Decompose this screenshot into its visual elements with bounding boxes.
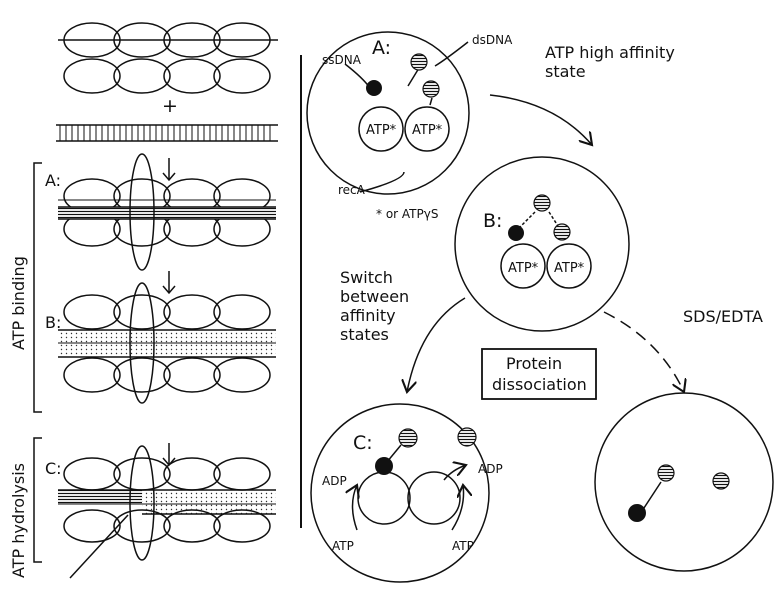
arrow-b-to-d-icon (603, 311, 684, 392)
atp-star-label: ATP* (554, 261, 585, 276)
dsdna-label: dsDNA (472, 33, 513, 47)
switch-affinity-label: states (340, 325, 389, 344)
atp-star-label: ATP* (366, 123, 397, 138)
dsdna-bead (398, 53, 730, 490)
filament-b (58, 282, 276, 404)
protein-dissociation-label: dissociation (492, 375, 587, 394)
atp-hydrolysis-bracket (33, 437, 42, 563)
high-affinity-label: ATP high affinity (545, 43, 675, 62)
ssdna-label: ssDNA (322, 53, 362, 67)
circle-a (306, 31, 470, 195)
circle-a-label: A: (372, 37, 391, 59)
reca-label: recA (338, 183, 366, 197)
section-a-label: A: (45, 171, 61, 190)
switch-affinity-label: between (340, 287, 409, 306)
filament-c (58, 445, 276, 579)
sds-edta-label: SDS/EDTA (683, 307, 763, 326)
protein-dissociation-box (481, 348, 597, 400)
down-arrow-icon (162, 158, 176, 182)
dsdna-ladder (56, 124, 278, 142)
atp-binding-bracket (33, 162, 42, 413)
arrow-a-to-b-icon (489, 94, 592, 145)
atp-star-label: ATP* (412, 123, 443, 138)
adp-label: ADP (322, 474, 347, 488)
high-affinity-label: state (545, 62, 586, 81)
circle-d (594, 392, 774, 572)
atp-star-label: ATP* (508, 261, 539, 276)
arrow-b-to-c-icon (407, 297, 466, 392)
filament-a (58, 153, 276, 271)
protein-dissociation-label: Protein (506, 354, 562, 373)
circle-c-label: C: (353, 432, 373, 454)
section-c-label: C: (45, 459, 62, 478)
ssdna-bead (366, 80, 646, 522)
switch-affinity-label: Switch (340, 268, 393, 287)
atp-binding-label: ATP binding (9, 256, 28, 350)
atp-hydrolysis-label: ATP hydrolysis (9, 463, 28, 578)
atp-label: ATP (452, 539, 474, 553)
reca-filament-alone (58, 22, 278, 94)
circle-b-label: B: (483, 210, 502, 232)
atp-gamma-s-footnote: * or ATPγS (376, 207, 438, 221)
plus-sign: + (162, 95, 178, 117)
circle-b (454, 156, 630, 332)
adp-label: ADP (478, 462, 503, 476)
circle-c (310, 403, 490, 583)
atp-label: ATP (332, 539, 354, 553)
down-arrow-icon (162, 271, 176, 295)
switch-affinity-label: affinity (340, 306, 396, 325)
section-b-label: B: (45, 313, 61, 332)
